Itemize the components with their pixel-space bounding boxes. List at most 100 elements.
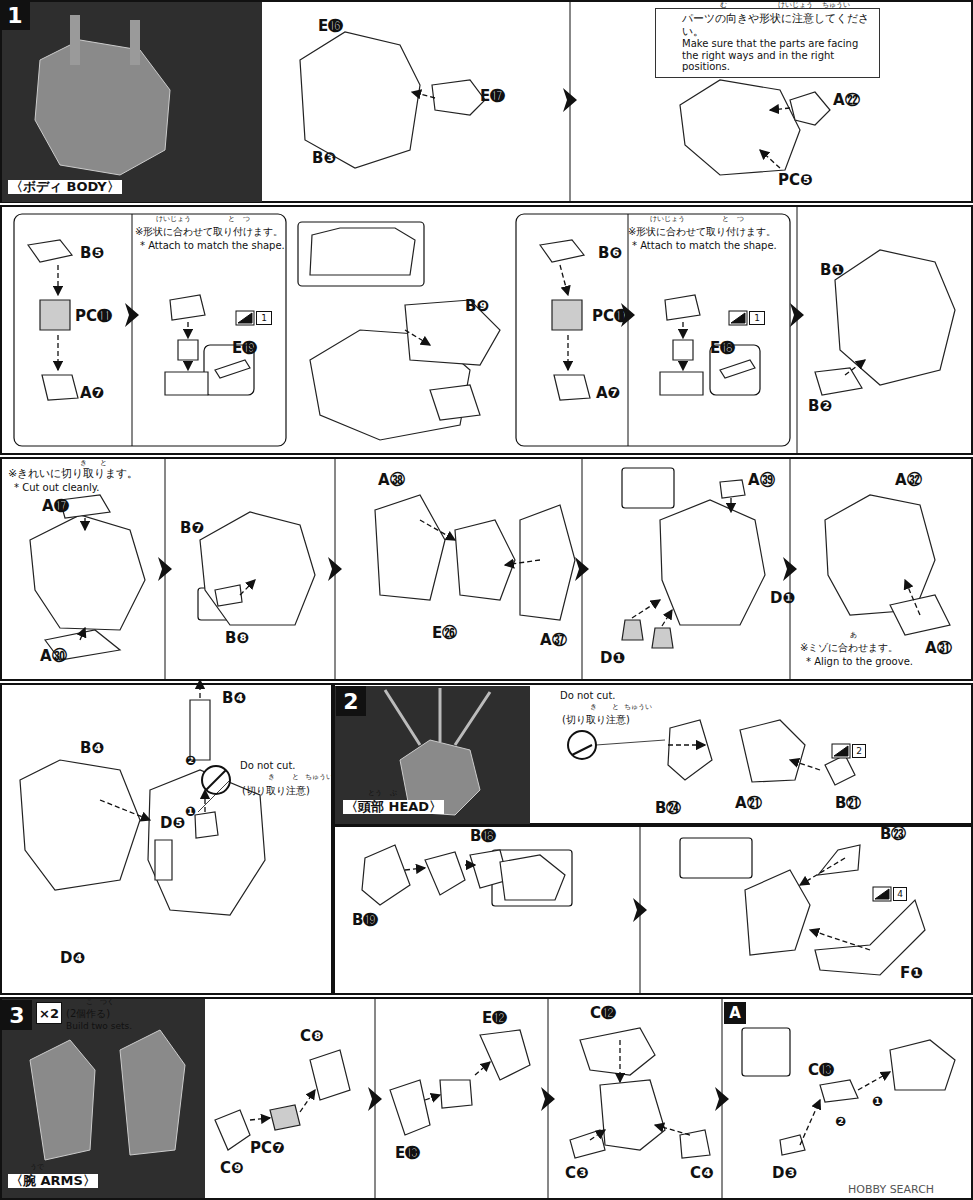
- part-label: ❶: [185, 805, 196, 819]
- panel-divider: [132, 214, 133, 446]
- part-drawing: [432, 80, 485, 115]
- assembly-arrow: [905, 580, 920, 615]
- note-text: Build two sets.: [66, 1022, 132, 1032]
- node-text: 1: [261, 313, 267, 323]
- node-text: 4: [897, 889, 903, 899]
- part-label: C❽: [300, 1028, 324, 1045]
- part-label: D❹: [60, 950, 85, 967]
- part-label: E⓰: [318, 18, 343, 35]
- part-drawing: [680, 80, 800, 175]
- part-label: A㉛: [925, 640, 952, 657]
- part-drawing: [554, 375, 590, 400]
- part-drawing: [310, 228, 415, 275]
- sticker-icon: [236, 311, 254, 325]
- part-drawing: [820, 1080, 858, 1102]
- assembly-arrow: [465, 864, 475, 865]
- part-drawing: [668, 720, 712, 780]
- part-label: B❾: [465, 298, 489, 315]
- part-drawing: [480, 1030, 530, 1080]
- node-text: 2: [343, 689, 358, 714]
- part-drawing: [455, 520, 515, 600]
- part-label: PC❼: [250, 1140, 285, 1157]
- part-drawing: [30, 515, 145, 630]
- caution-note: パーツの向きや形状に注意してください。Make sure that the pa…: [655, 8, 880, 78]
- group-bracket: [742, 1028, 790, 1076]
- panel-divider: [797, 207, 798, 453]
- sticker-icon: [875, 889, 889, 899]
- part-drawing: [375, 495, 445, 600]
- node-text: 1: [754, 313, 760, 323]
- assembly-arrow: [858, 1072, 890, 1090]
- assembly-arrow: [80, 628, 85, 640]
- part-drawing: [652, 628, 673, 648]
- sticker-icon: [729, 311, 747, 325]
- sticker-icon: [236, 311, 891, 901]
- flow-chevron: [575, 557, 589, 581]
- reference-photo: [130, 20, 140, 65]
- flow-chevron: [158, 557, 172, 581]
- assembly-arrow: [800, 858, 845, 885]
- flow-chevron: [633, 898, 647, 922]
- furigana: と: [612, 704, 619, 712]
- panel-divider: [628, 214, 629, 446]
- assembly-arrow: [300, 1090, 315, 1112]
- part-label: B㉓: [880, 826, 906, 843]
- part-drawing: [170, 295, 205, 320]
- part-label: 〈腕 ARMS〉: [8, 1174, 98, 1188]
- reference-photo: [385, 688, 490, 745]
- part-label: D❶: [600, 650, 625, 667]
- part-drawing: [890, 1040, 955, 1090]
- part-drawing: [215, 360, 250, 378]
- assembly-arrow: [682, 322, 683, 338]
- part-drawing: [825, 495, 935, 615]
- part-drawing: [390, 1080, 430, 1135]
- part-drawing: [720, 480, 745, 498]
- part-label: A⓱: [42, 498, 69, 515]
- part-label: F❶: [900, 965, 923, 982]
- assembly-arrow: [632, 600, 660, 618]
- group-bracket: [14, 214, 286, 446]
- no-cut-symbol: [202, 766, 230, 794]
- panel-frame: [1, 684, 332, 994]
- part-drawing: [500, 855, 565, 900]
- assembly-arrow: [619, 1040, 620, 1082]
- assembly-arrow: [57, 335, 58, 370]
- assembly-arrow: [405, 868, 425, 870]
- node-text: 2: [856, 746, 862, 756]
- part-drawing: [362, 845, 410, 905]
- furigana: き: [268, 774, 275, 782]
- assembly-arrow: [84, 518, 85, 530]
- leader-line: [198, 780, 230, 812]
- part-drawing: [425, 852, 465, 895]
- part-label: B㉔: [655, 800, 681, 817]
- part-label: A㊴: [748, 472, 775, 489]
- node-text: ×2: [39, 1006, 59, 1021]
- part-drawing: [720, 360, 755, 378]
- assembly-arrow: [810, 930, 870, 950]
- no-cut-symbol: [572, 745, 592, 755]
- part-drawing: [20, 32, 955, 1158]
- part-label: A㉜: [895, 472, 922, 489]
- no-cut-symbol: [202, 731, 596, 794]
- furigana: けいじょう: [650, 216, 685, 224]
- part-drawing: [780, 1135, 805, 1155]
- reference-photo: [2, 2, 262, 202]
- note-text: * Attach to match the shape.: [140, 240, 285, 251]
- furigana: と: [722, 216, 729, 224]
- group-bracket: [298, 222, 424, 286]
- note-text: * Align to the groove.: [806, 656, 913, 667]
- part-label: PC❺: [778, 172, 813, 189]
- panel-frame: [1, 998, 972, 1199]
- quantity-box: ×2: [36, 1002, 62, 1024]
- part-drawing: [660, 500, 765, 625]
- panel-frame: [1, 1, 972, 202]
- reference-photo: [2, 2, 530, 1198]
- panel-frame: [334, 684, 972, 824]
- note-text: Do not cut.: [560, 690, 616, 701]
- part-drawing: [215, 1110, 250, 1150]
- part-label: A㉑: [735, 795, 762, 812]
- furigana: ちゅうい: [624, 704, 652, 712]
- assembly-arrow: [790, 760, 820, 770]
- furigana: と: [228, 216, 235, 224]
